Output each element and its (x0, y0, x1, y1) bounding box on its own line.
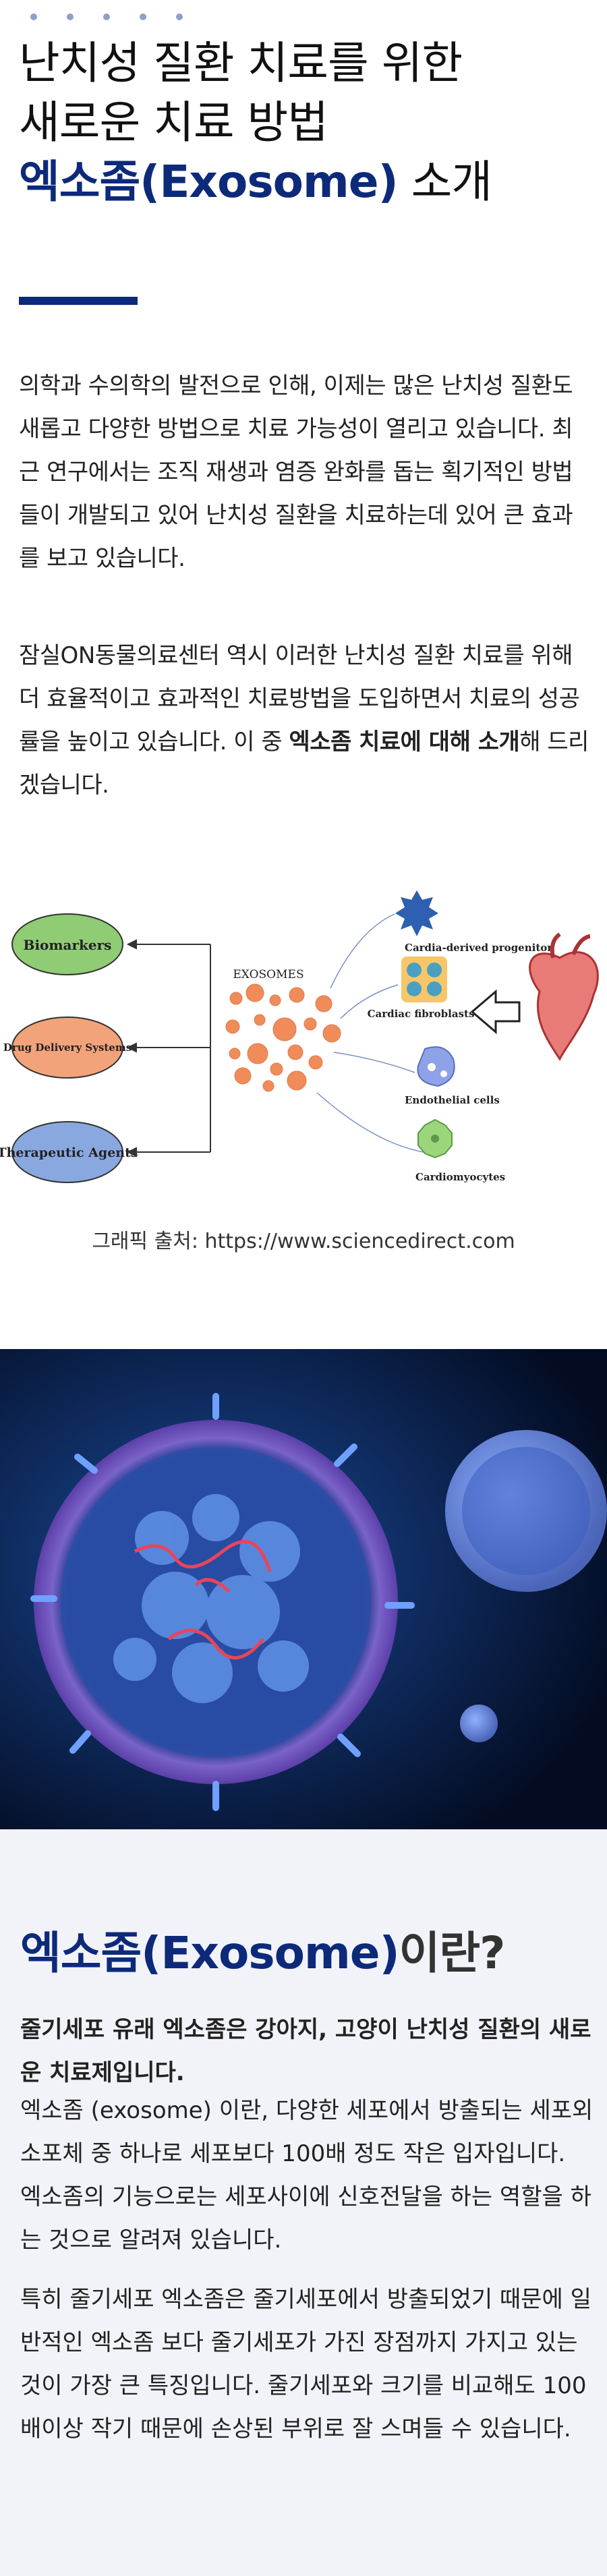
graphic-caption: 그래픽 출처: https://www.sciencedirect.com (92, 1230, 515, 1253)
title-line-1: 난치성 질환 치료를 위한 (19, 37, 463, 89)
title-suffix: 소개 (397, 156, 492, 208)
title-highlight: 엑소좀(Exosome) (19, 156, 399, 208)
what-is-exosome-section: 엑소좀(Exosome)이란? 줄기세포 유래 엑소좀은 강아지, 고양이 난치… (0, 1829, 607, 2576)
section-lead: 줄기세포 유래 엑소좀은 강아지, 고양이 난치성 질환의 새로운 치료제입니다… (20, 2016, 591, 2086)
drug-delivery-label: Drug Delivery Systems (3, 1041, 132, 1054)
fibroblast-icon (401, 956, 447, 1002)
rna-strands (134, 1539, 272, 1660)
accent-divider (19, 297, 138, 305)
cardiomyocyte-label: Cardiomyocytes (415, 1171, 505, 1183)
exosome-particles (225, 983, 341, 1092)
cardiomyocyte-icon (417, 1118, 453, 1159)
exosomes-label: EXOSOMES (233, 968, 304, 981)
endothelial-cell-icon (417, 1046, 455, 1087)
endothelial-label: Endothelial cells (405, 1094, 500, 1106)
drug-delivery-ellipse (11, 1017, 123, 1079)
exosome-illustration (0, 1349, 607, 1829)
biomarkers-ellipse (11, 913, 123, 975)
heart-icon (529, 932, 599, 1061)
section-heading: 엑소좀(Exosome)이란? (20, 1917, 506, 1982)
progenitor-label: Cardia-derived progenitor (405, 942, 553, 954)
protein-clusters (113, 1494, 309, 1703)
tiny-exosome (460, 1705, 498, 1742)
intro-paragraph-2: 잠실ON동물의료센터 역시 이러한 난치성 질환 치료를 위해 더 효율적이고 … (19, 642, 589, 799)
arrow-left-icon (470, 989, 521, 1035)
bracket-lines (126, 939, 211, 1157)
section-body-2: 특히 줄기세포 엑소좀은 줄기세포에서 방출되었기 때문에 일반적인 엑소좀 보… (20, 2286, 591, 2442)
section-body-1: 엑소좀 (exosome) 이란, 다양한 세포에서 방출되는 세포외 소포체 … (20, 2097, 594, 2254)
therapeutic-label: Therapeutic Agents (0, 1145, 138, 1160)
therapeutic-ellipse (11, 1121, 123, 1183)
page-title: 난치성 질환 치료를 위한 새로운 치료 방법 엑소좀(Exosome) 소개 (19, 34, 492, 212)
biomarkers-label: Biomarkers (24, 937, 112, 953)
section-heading-suffix: 이란? (399, 1927, 506, 1979)
progenitor-cell-icon (395, 890, 438, 936)
fibroblast-label: Cardiac fibroblasts (368, 1008, 475, 1020)
title-line-2: 새로운 치료 방법 (19, 96, 328, 148)
exosome-diagram: Biomarkers Drug Delivery Systems Therape… (0, 890, 599, 1183)
intro-paragraph-1: 의학과 수의학의 발전으로 인해, 이제는 많은 난치성 질환도 새롭고 다양한… (19, 372, 573, 572)
section-heading-highlight: 엑소좀(Exosome) (20, 1927, 400, 1979)
surface-proteins (30, 1393, 415, 1811)
decorative-dots (30, 13, 183, 20)
connector-curves (316, 913, 432, 1154)
exosome-hero-image (0, 1349, 607, 1829)
intro-bold-phrase: 엑소좀 치료에 대해 소개 (289, 728, 520, 755)
